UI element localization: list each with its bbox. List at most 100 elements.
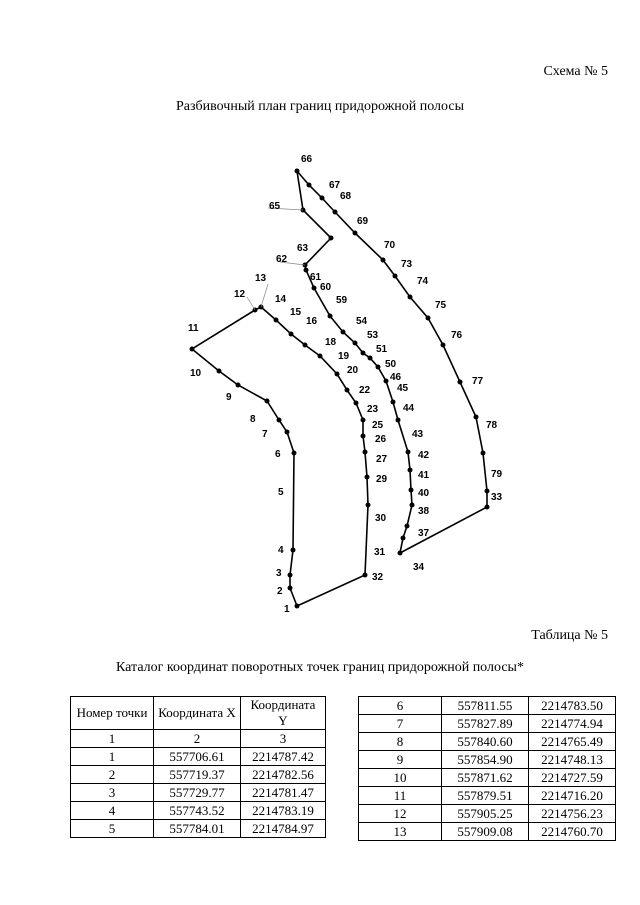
point-label-74: 74 [417,276,429,287]
cell-point: 11 [358,786,442,805]
cell-y: 2214784.97 [240,819,326,838]
cell-x: 557706.61 [153,747,241,766]
point-label-37: 37 [418,528,430,539]
coordinates-table-left: Номер точки Координата X Координата Y 1 … [70,696,326,838]
scheme-label: Схема № 5 [543,64,608,79]
point-label-34: 34 [413,562,425,573]
point-label-6: 6 [275,449,281,460]
cell-point: 7 [358,714,442,733]
point-label-59: 59 [336,295,348,306]
point-label-42: 42 [418,450,430,461]
cell-point: 6 [358,696,442,715]
cell-x: 557854.90 [441,750,529,769]
point-label-20: 20 [347,365,359,376]
middle-boundary-line [304,237,413,554]
point-label-5: 5 [278,487,284,498]
point-label-18: 18 [325,337,337,348]
cell-point: 8 [358,732,442,751]
table-header-row: Номер точки Координата X Координата Y [70,696,326,730]
leader-lines [246,207,306,311]
point-label-7: 7 [262,429,268,440]
cell-x: 557909.08 [441,822,529,841]
point-label-46: 46 [390,372,402,383]
table-row: 10 557871.62 2214727.59 [358,768,616,787]
table-row: 1 557706.61 2214787.42 [70,747,326,766]
coordinates-table-right: 6 557811.55 2214783.50 7 557827.89 22147… [358,696,616,841]
cell-y: 2214727.59 [528,768,616,787]
point-label-8: 8 [250,414,256,425]
point-label-41: 41 [418,470,430,481]
point-label-33: 33 [491,492,503,503]
point-labels: 1 2 3 4 5 6 7 8 9 10 11 12 13 14 15 16 1… [188,154,503,615]
point-label-15: 15 [290,307,302,318]
cell-x: 557905.25 [441,804,529,823]
point-label-38: 38 [418,506,430,517]
point-label-61: 61 [310,272,322,283]
point-label-45: 45 [397,383,409,394]
point-label-51: 51 [376,344,388,355]
cell-y: 2214716.20 [528,786,616,805]
cell-x: 557729.77 [153,783,241,802]
cell-y: 2214760.70 [528,822,616,841]
table-row: 3 557729.77 2214781.47 [70,783,326,802]
header-coord-x: Координата X [153,696,241,730]
cell-x: 557879.51 [441,786,529,805]
cell-point: 9 [358,750,442,769]
catalog-title: Каталог координат поворотных точек грани… [116,660,524,675]
table-row: 12 557905.25 2214756.23 [358,804,616,823]
point-label-22: 22 [359,385,371,396]
outer-boundary-line [295,168,488,554]
cell-point: 4 [70,801,154,820]
point-label-9: 9 [226,392,232,403]
table-row: 6 557811.55 2214783.50 [358,696,616,715]
point-label-79: 79 [491,469,503,480]
cell-y: 2214774.94 [528,714,616,733]
point-label-68: 68 [340,191,352,202]
cell-point: 3 [70,783,154,802]
point-label-13: 13 [255,273,267,284]
middle-boundary-points [302,235,415,556]
colnum-2: 2 [153,729,241,748]
cell-y: 2214783.50 [528,696,616,715]
cell-y: 2214782.56 [240,765,326,784]
outer-boundary-points [294,168,490,510]
cell-point: 1 [70,747,154,766]
table-row: 5 557784.01 2214784.97 [70,819,326,838]
inner-boundary-points [189,304,371,609]
cell-point: 5 [70,819,154,838]
point-label-16: 16 [306,316,318,327]
point-label-2: 2 [277,586,283,597]
cell-point: 13 [358,822,442,841]
point-label-30: 30 [375,513,387,524]
table-row: 13 557909.08 2214760.70 [358,822,616,841]
table-row: 4 557743.52 2214783.19 [70,801,326,820]
point-label-75: 75 [435,300,447,311]
cell-y: 2214781.47 [240,783,326,802]
point-label-12: 12 [234,289,246,300]
header-point-number: Номер точки [70,696,154,730]
boundary-plan-diagram: 1 2 3 4 5 6 7 8 9 10 11 12 13 14 15 16 1… [188,154,503,615]
cell-point: 10 [358,768,442,787]
cell-x: 557719.37 [153,765,241,784]
point-label-29: 29 [376,474,388,485]
cell-x: 557827.89 [441,714,529,733]
point-label-65: 65 [269,201,281,212]
point-label-40: 40 [418,488,430,499]
plan-title: Разбивочный план границ придорожной поло… [175,99,465,114]
point-label-50: 50 [385,359,397,370]
point-label-54: 54 [356,316,368,327]
table-label: Таблица № 5 [531,628,608,643]
cell-y: 2214765.49 [528,732,616,751]
table-row: 7 557827.89 2214774.94 [358,714,616,733]
point-label-26: 26 [375,434,387,445]
colnum-3: 3 [240,729,326,748]
cell-y: 2214783.19 [240,801,326,820]
cell-x: 557743.52 [153,801,241,820]
point-label-25: 25 [372,420,384,431]
cell-x: 557784.01 [153,819,241,838]
point-label-32: 32 [372,572,384,583]
point-label-78: 78 [486,420,498,431]
point-label-1: 1 [284,604,290,615]
point-label-31: 31 [374,547,386,558]
point-label-77: 77 [472,376,484,387]
